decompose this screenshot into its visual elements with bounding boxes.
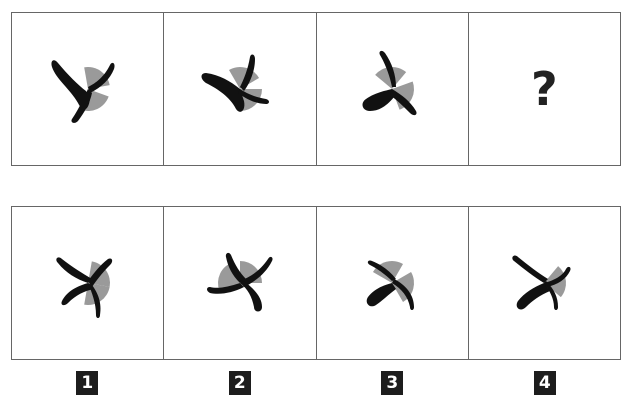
propeller-figure	[489, 228, 599, 338]
answer-options-row	[11, 206, 621, 360]
sequence-cell-unknown: ?	[469, 13, 620, 165]
option-label-3[interactable]: 3	[381, 371, 403, 395]
propeller-figure	[33, 34, 143, 144]
option-label-4[interactable]: 4	[534, 371, 556, 395]
sequence-cell-2	[164, 13, 316, 165]
option-cell-3[interactable]	[317, 207, 469, 359]
propeller-figure	[185, 228, 295, 338]
option-cell-4[interactable]	[469, 207, 620, 359]
propeller-figure	[337, 228, 447, 338]
option-cell-1[interactable]	[12, 207, 164, 359]
option-cell-2[interactable]	[164, 207, 316, 359]
option-label-2[interactable]: 2	[229, 371, 251, 395]
propeller-figure	[185, 34, 295, 144]
sequence-row: ?	[11, 12, 621, 166]
option-label-1[interactable]: 1	[76, 371, 98, 395]
propeller-figure	[337, 34, 447, 144]
sequence-cell-1	[12, 13, 164, 165]
question-mark: ?	[531, 66, 558, 112]
propeller-figure	[33, 228, 143, 338]
option-labels: 1 2 3 4	[11, 371, 621, 395]
sequence-cell-3	[317, 13, 469, 165]
